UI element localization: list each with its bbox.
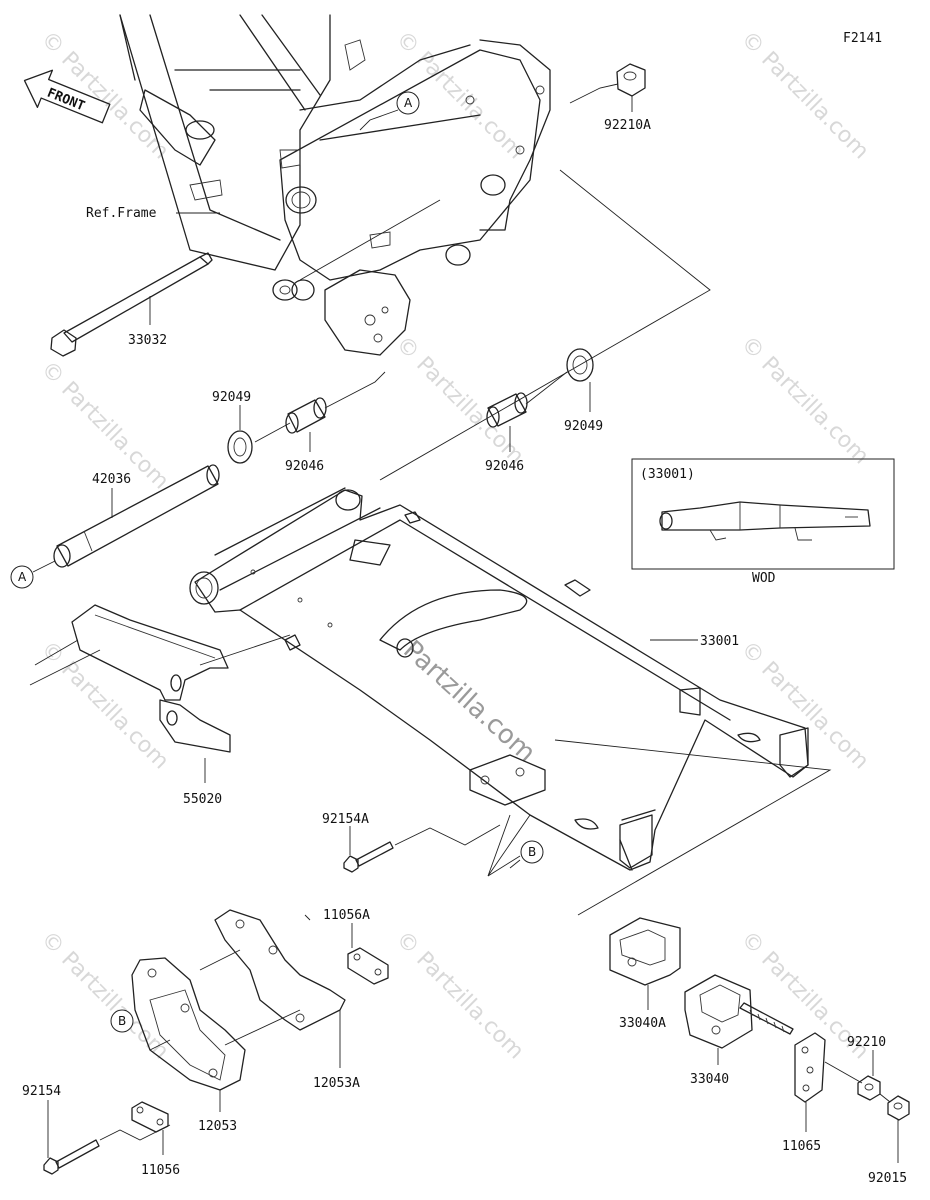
- part-11065-plate: [794, 1032, 826, 1103]
- label-33032: 33032: [128, 333, 167, 348]
- label-92046-left: 92046: [285, 459, 324, 474]
- inset-box: (33001) WOD: [631, 458, 895, 586]
- ref-circle-a: [396, 91, 420, 115]
- ref-circle-a-2: [10, 565, 34, 589]
- label-12053: 12053: [198, 1119, 237, 1134]
- watermark-text: © Partzilla.com: [391, 927, 529, 1065]
- part-12053a-slider: [214, 909, 346, 1031]
- part-92049-seal-right: [566, 348, 594, 382]
- frame-reference: [119, 14, 551, 356]
- watermark-text: © Partzilla.com: [36, 927, 174, 1065]
- label-92015: 92015: [868, 1171, 907, 1186]
- label-11056: 11056: [141, 1163, 180, 1178]
- ref-frame-label: Ref.Frame: [86, 206, 157, 221]
- part-11056a-plate: [347, 947, 389, 985]
- ref-circle-a-2-label: A: [18, 570, 27, 584]
- part-92046-bearing-left: [285, 397, 327, 434]
- ref-circle-b-2: [110, 1009, 134, 1033]
- label-33040a: 33040A: [619, 1016, 666, 1031]
- part-92049-seal-left: [227, 430, 253, 464]
- watermarks: © Partzilla.com © Partzilla.com © Partzi…: [36, 27, 874, 1065]
- part-42036-collar: [53, 464, 220, 568]
- figure-id: F2141: [843, 31, 882, 46]
- part-92015-nut: [887, 1095, 910, 1121]
- inset-caption: WOD: [752, 571, 776, 586]
- label-92046-right: 92046: [485, 459, 524, 474]
- watermark-brand: Partzilla.com: [397, 635, 541, 769]
- label-92210a: 92210A: [604, 118, 651, 133]
- ref-circle-a-label: A: [404, 96, 413, 110]
- ref-circle-b-label: B: [528, 845, 536, 859]
- inset-part-label: (33001): [640, 467, 695, 482]
- label-33001: 33001: [700, 634, 739, 649]
- part-33001-swingarm: [189, 487, 809, 871]
- label-33040: 33040: [690, 1072, 729, 1087]
- label-42036: 42036: [92, 472, 131, 487]
- label-92154a: 92154A: [322, 812, 369, 827]
- part-92154-bolt: [43, 1139, 100, 1175]
- ref-circle-b-2-label: B: [118, 1014, 126, 1028]
- part-92210-nut: [857, 1075, 881, 1101]
- label-92210: 92210: [847, 1035, 886, 1050]
- label-12053a: 12053A: [313, 1076, 360, 1091]
- part-33040a-block: [609, 917, 681, 986]
- label-92049-left: 92049: [212, 390, 251, 405]
- watermark-text: © Partzilla.com: [736, 332, 874, 470]
- label-92154: 92154: [22, 1084, 61, 1099]
- part-92210a-nut: [616, 63, 646, 97]
- part-55020-chain-guide: [71, 604, 231, 753]
- part-92154a-bolt: [343, 841, 394, 873]
- label-92049-right: 92049: [564, 419, 603, 434]
- ref-circle-b: [520, 840, 544, 864]
- part-33032-pivot-shaft: [50, 252, 213, 357]
- label-11056a: 11056A: [323, 908, 370, 923]
- part-33040-adjuster: [684, 974, 794, 1049]
- part-11056-plate: [131, 1101, 169, 1133]
- watermark-text: © Partzilla.com: [736, 27, 874, 165]
- watermark-text: © Partzilla.com: [391, 332, 529, 470]
- label-55020: 55020: [183, 792, 222, 807]
- watermark-text: © Partzilla.com: [36, 637, 174, 775]
- front-label: FRONT: [45, 86, 87, 115]
- label-11065: 11065: [782, 1139, 821, 1154]
